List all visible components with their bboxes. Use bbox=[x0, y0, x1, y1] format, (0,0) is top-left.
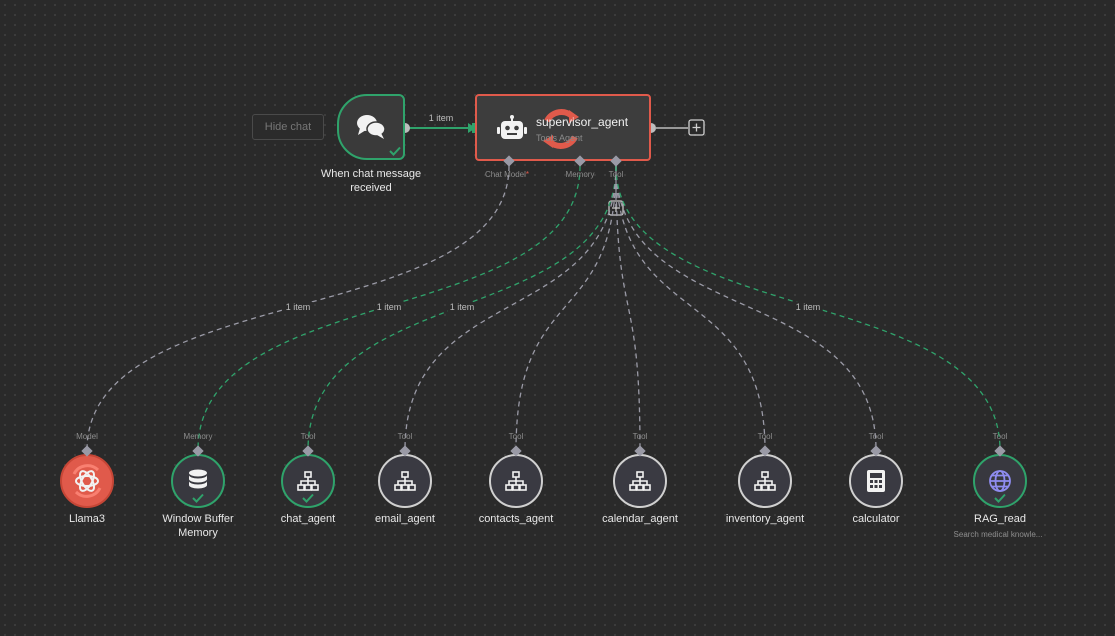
chat-agent-title: chat_agent bbox=[280, 513, 336, 525]
success-check-icon bbox=[994, 490, 1006, 508]
success-check-icon bbox=[302, 490, 314, 508]
success-check-icon bbox=[192, 490, 204, 508]
memory-port[interactable] bbox=[574, 155, 586, 167]
calendar-agent-title: calendar_agent bbox=[602, 513, 678, 525]
subnode-connections bbox=[86, 165, 1001, 451]
inventory-agent-port-label: Tool bbox=[757, 432, 773, 441]
calendar-agent-connection[interactable] bbox=[615, 165, 641, 451]
success-check-icon bbox=[389, 146, 401, 156]
contacts-agent-node[interactable] bbox=[489, 454, 543, 508]
agent-title: supervisor_agent bbox=[536, 115, 629, 129]
email-agent-title: email_agent bbox=[375, 513, 435, 525]
llama3-node[interactable] bbox=[60, 454, 114, 508]
sitemap-icon bbox=[394, 471, 416, 491]
contacts-agent-connection[interactable] bbox=[515, 165, 617, 451]
supervisor-agent-node[interactable]: supervisor_agent Tools Agent bbox=[475, 94, 651, 161]
model-edge-label: 1 item bbox=[283, 302, 313, 312]
add-output-node-button[interactable] bbox=[688, 119, 705, 136]
rag-read-title: RAG_read bbox=[974, 513, 1026, 525]
calculator-node[interactable] bbox=[849, 454, 903, 508]
tool-port[interactable] bbox=[610, 155, 622, 167]
inventory-agent-connection[interactable] bbox=[615, 165, 766, 451]
window-buffer-memory-port-label: Memory bbox=[183, 432, 213, 441]
chat-trigger-title: When chat message received bbox=[320, 168, 422, 194]
email-agent-connection[interactable] bbox=[404, 165, 617, 451]
chat-agent-connection[interactable] bbox=[307, 165, 617, 451]
inventory-agent-title: inventory_agent bbox=[725, 513, 805, 525]
rag-read-node[interactable] bbox=[973, 454, 1027, 508]
chat-agent-node[interactable] bbox=[281, 454, 335, 508]
chat-model-port[interactable] bbox=[503, 155, 515, 167]
rag-read-port-label: Tool bbox=[992, 432, 1008, 441]
sitemap-icon bbox=[754, 471, 776, 491]
chat-agent-port-label: Tool bbox=[300, 432, 316, 441]
agent-subtitle: Tools Agent bbox=[536, 133, 583, 143]
agent-ports bbox=[503, 155, 622, 167]
rag-edge-label: 1 item bbox=[793, 302, 823, 312]
calendar-agent-node[interactable] bbox=[613, 454, 667, 508]
contacts-agent-port-label: Tool bbox=[508, 432, 524, 441]
contacts-agent-title: contacts_agent bbox=[478, 513, 554, 525]
main-edge-label: 1 item bbox=[426, 113, 456, 123]
sitemap-icon bbox=[297, 471, 319, 491]
tool-port-label: Tool bbox=[608, 170, 624, 179]
rag-read-subtitle: Search medical knowle... bbox=[953, 530, 1043, 539]
hide-chat-button[interactable]: Hide chat bbox=[252, 114, 324, 140]
sitemap-icon bbox=[505, 471, 527, 491]
robot-icon bbox=[497, 115, 527, 139]
chat-trigger-node[interactable] bbox=[337, 94, 405, 160]
memory-edge-label: 1 item bbox=[374, 302, 404, 312]
inventory-agent-node[interactable] bbox=[738, 454, 792, 508]
calculator-title: calculator bbox=[852, 513, 900, 525]
memory-port-label: Memory bbox=[565, 170, 595, 179]
window-buffer-memory-node[interactable] bbox=[171, 454, 225, 508]
running-indicator-icon bbox=[543, 109, 579, 149]
email-agent-port-label: Tool bbox=[397, 432, 413, 441]
llama3-title: Llama3 bbox=[68, 513, 106, 525]
email-agent-node[interactable] bbox=[378, 454, 432, 508]
globe-icon bbox=[988, 469, 1012, 493]
window-buffer-memory-title: Window Buffer Memory bbox=[162, 513, 234, 539]
chat-agent-edge-label: 1 item bbox=[447, 302, 477, 312]
running-indicator-icon bbox=[67, 461, 107, 506]
calculator-icon bbox=[866, 469, 886, 493]
database-icon bbox=[187, 469, 209, 493]
chat-bubbles-icon bbox=[357, 115, 386, 139]
calendar-agent-port-label: Tool bbox=[632, 432, 648, 441]
calculator-connection[interactable] bbox=[615, 165, 877, 451]
openai-icon bbox=[73, 467, 101, 495]
sitemap-icon bbox=[629, 471, 651, 491]
llama3-port-label: Model bbox=[76, 432, 98, 441]
calculator-port-label: Tool bbox=[868, 432, 884, 441]
chat-model-port-label: Chat Model* bbox=[484, 170, 530, 179]
